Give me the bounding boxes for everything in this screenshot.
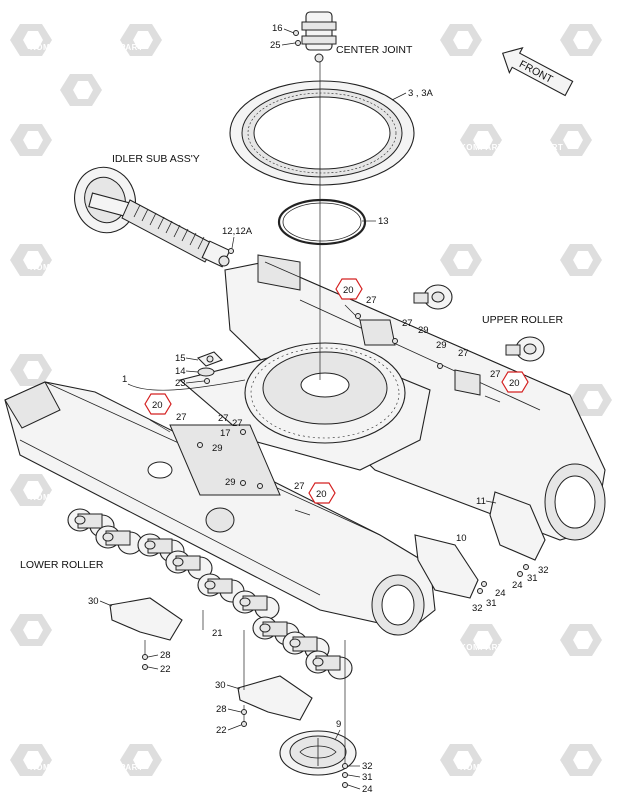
recoil-spring: [121, 199, 216, 263]
label-28a: 28: [160, 650, 171, 661]
label-1: 1: [122, 374, 127, 385]
watermark-text: KOMPART: [30, 263, 73, 272]
label-21a: 21: [212, 628, 223, 639]
cover-plate-15: [197, 351, 223, 367]
label-27c: 27: [458, 348, 469, 359]
label-11: 11: [476, 496, 486, 507]
label-27e: 27: [176, 412, 187, 423]
lower-rollers: [67, 508, 353, 680]
watermark-text: COMPART: [90, 263, 133, 272]
label-30a: 30: [88, 596, 99, 607]
label-30b: 30: [215, 680, 226, 691]
label-31b: 31: [486, 598, 497, 609]
front-arrow: FRONT: [501, 47, 574, 97]
label-20d: 20: [316, 489, 327, 500]
upper-roller-2: [505, 336, 545, 362]
label-3-3a: 3 , 3A: [408, 88, 433, 99]
label-29b: 29: [436, 340, 447, 351]
label-20c: 20: [152, 400, 163, 411]
watermark-layer: KOMPART COMPART KOMPART COMPART KOMPART …: [10, 24, 612, 776]
cover-11: [489, 491, 546, 561]
callout-20-a: 20: [335, 278, 363, 300]
label-22a: 22: [160, 664, 171, 675]
callout-20-b: 20: [501, 371, 529, 393]
watermark-text: KOMPART: [460, 763, 503, 772]
label-23: 23: [175, 378, 186, 389]
label-31c: 31: [362, 772, 373, 783]
title-lower-roller: LOWER ROLLER: [20, 559, 104, 571]
watermark-text: COMPART: [100, 763, 143, 772]
idler-sub-assembly: [74, 166, 231, 268]
title-idler: IDLER SUB ASS'Y: [112, 153, 200, 165]
watermark-text: KOMPART: [30, 493, 73, 502]
watermark-text: KOMPART: [30, 43, 73, 52]
watermark-text: KOMPART: [460, 643, 503, 652]
watermark-text: COMPART: [100, 43, 143, 52]
label-28b: 28: [216, 704, 227, 715]
roller-guard-30-left: [109, 597, 183, 641]
label-12-12a: 12,12A: [222, 226, 253, 237]
cover-10: [414, 534, 479, 599]
watermark-text: KOMPART: [460, 143, 503, 152]
label-27f: 27: [218, 413, 229, 424]
label-24a: 24: [512, 580, 523, 591]
label-29c: 29: [212, 443, 223, 454]
callout-20-d: 20: [308, 482, 336, 504]
label-27a: 27: [366, 295, 377, 306]
gasket-14: [197, 367, 215, 377]
turntable-cover-9: [279, 730, 357, 776]
callout-20-c: 20: [144, 393, 172, 415]
swing-bearing: [229, 80, 415, 186]
title-center-joint: CENTER JOINT: [336, 44, 413, 56]
watermark-text: KOMPART: [30, 763, 73, 772]
label-14: 14: [175, 366, 186, 377]
label-32a: 32: [538, 565, 549, 576]
label-15: 15: [175, 353, 186, 364]
label-27d: 27: [490, 369, 501, 380]
o-ring: [277, 198, 367, 246]
label-29a: 29: [418, 325, 429, 336]
label-13: 13: [378, 216, 389, 227]
label-27b: 27: [402, 318, 413, 329]
label-27h: 27: [294, 481, 305, 492]
watermark-text: COMPART: [520, 143, 563, 152]
label-32c: 32: [362, 761, 373, 772]
label-20b: 20: [509, 378, 520, 389]
label-29d: 29: [225, 477, 236, 488]
label-16: 16: [272, 23, 283, 34]
track-frame: [4, 254, 606, 636]
watermark-text: COMPART: [520, 763, 563, 772]
label-24c: 24: [362, 784, 373, 795]
roller-guard-30-right: [237, 675, 313, 721]
label-9: 9: [336, 719, 341, 730]
title-upper-roller: UPPER ROLLER: [482, 314, 564, 326]
label-31a: 31: [527, 573, 538, 584]
label-10: 10: [456, 533, 467, 544]
center-joint: [293, 11, 337, 63]
label-20a: 20: [343, 285, 354, 296]
label-32b: 32: [472, 603, 483, 614]
label-24b: 24: [495, 588, 506, 599]
label-17: 17: [220, 428, 231, 439]
label-25: 25: [270, 40, 281, 51]
label-22b: 22: [216, 725, 227, 736]
upper-roller-1: [413, 284, 453, 310]
label-27g: 27: [232, 418, 243, 429]
